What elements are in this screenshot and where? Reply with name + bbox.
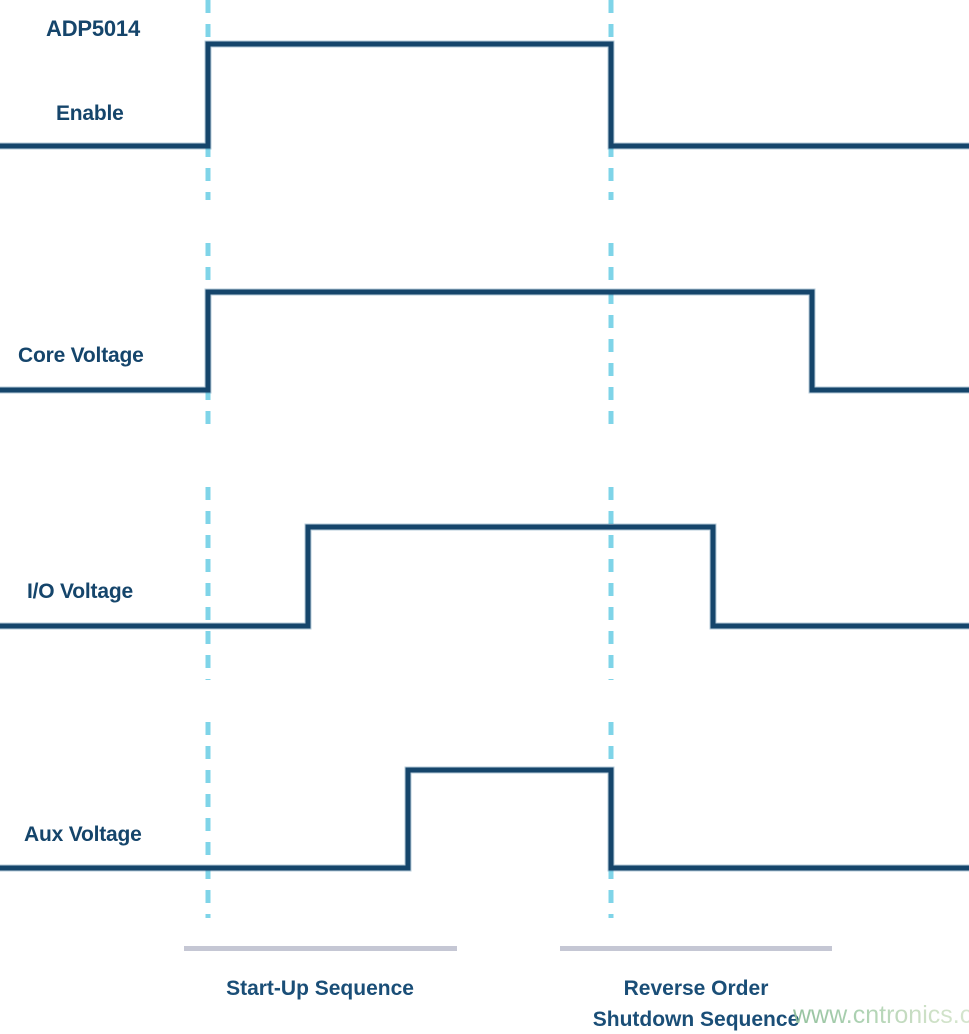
start-up-sequence-caption: Start-Up Sequence [226,977,414,1000]
waveform-label-enable: Enable [56,102,124,125]
waveform-trace-core-voltage [0,289,969,393]
waveform-traces-group [0,40,969,872]
waveform-halo [0,288,969,394]
waveform-halo [0,40,969,150]
reverse-order-shutdown-sequence-bar [560,946,832,951]
waveform-label-i-o-voltage: I/O Voltage [27,580,133,603]
watermark-text: www.cntronics.com [793,1001,969,1030]
page-title: ADP5014 [46,16,140,41]
sequence-bars-group [184,946,832,951]
waveform-trace-aux-voltage [0,767,969,871]
waveform-trace-enable [0,41,969,149]
waveform-label-core-voltage: Core Voltage [18,344,144,367]
start-up-sequence-bar [184,946,457,951]
waveform-trace-i-o-voltage [0,524,969,629]
waveform-halo [0,766,969,872]
waveform-halo [0,523,969,630]
waveform-label-aux-voltage: Aux Voltage [24,823,142,846]
reverse-order-shutdown-sequence-caption: Reverse Order Shutdown Sequence [592,977,800,1031]
